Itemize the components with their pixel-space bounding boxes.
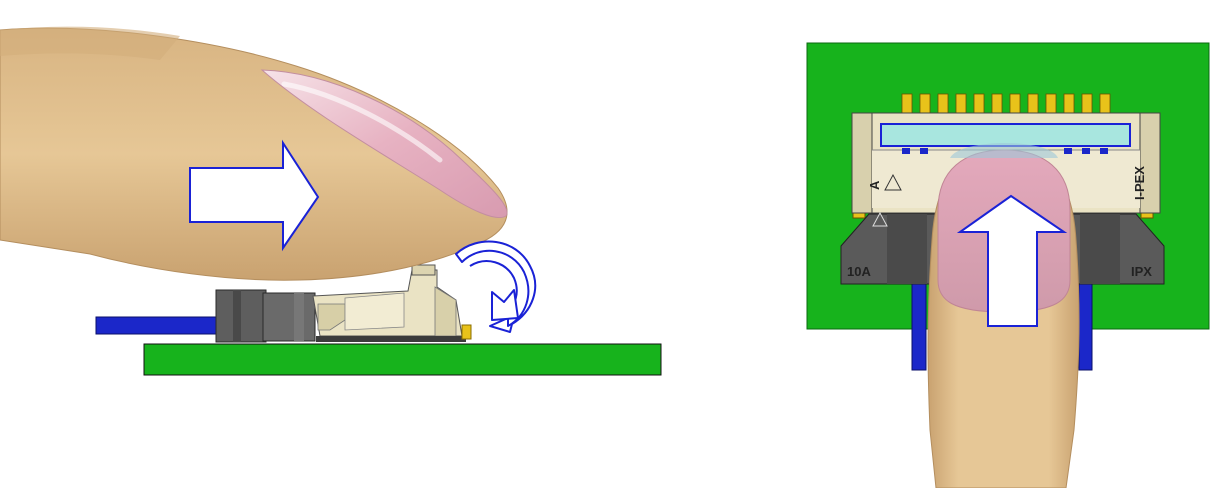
fpc-cable-left	[911, 279, 927, 371]
arrow-up-icon	[956, 194, 1068, 327]
rotate-clockwise-arrow-icon	[455, 240, 537, 333]
pcb-side	[143, 343, 662, 376]
marking-10a: 10A	[847, 264, 871, 279]
solder-tab-side	[461, 324, 472, 340]
fpc-insert-slot	[880, 123, 1131, 147]
triangle-mark-lower	[872, 211, 888, 227]
triangle-mark-upper	[884, 173, 902, 191]
fpc-cable-side	[95, 316, 221, 335]
finger-side	[0, 26, 508, 281]
plug-housing-side	[215, 289, 316, 343]
top-view: A I-PEX 10A IPX	[806, 42, 1210, 488]
side-view	[0, 26, 662, 376]
marking-a: A	[867, 180, 882, 190]
fpc-cable-right	[1078, 279, 1093, 371]
marking-ipex: I-PEX	[1132, 166, 1147, 200]
contacts-top-row	[901, 93, 1111, 120]
marking-ipx: IPX	[1131, 264, 1152, 279]
arrow-right-icon	[189, 139, 320, 252]
receptacle-side	[312, 264, 472, 342]
